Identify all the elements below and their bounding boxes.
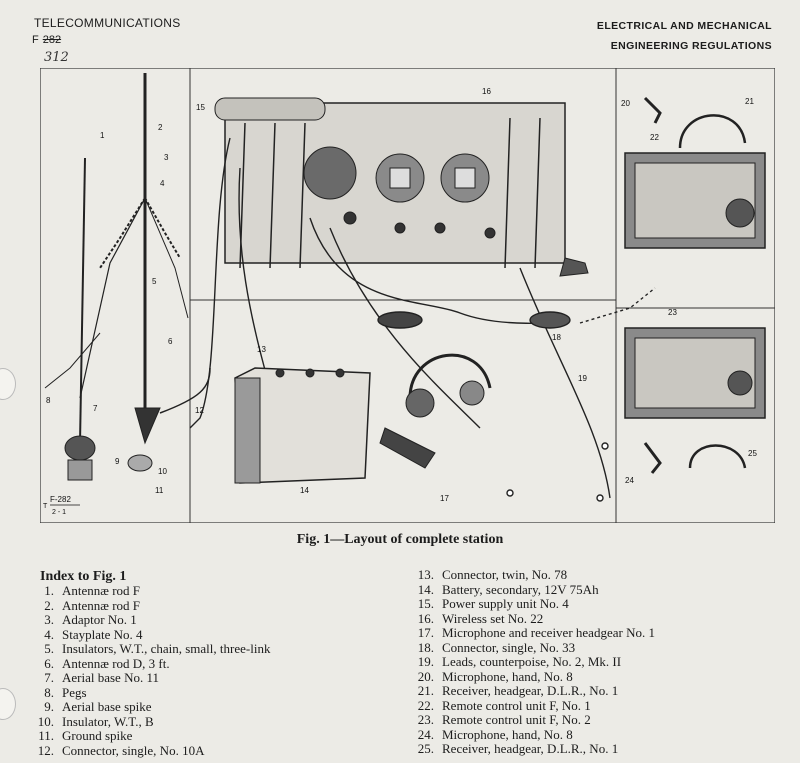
figure-caption: Fig. 1—Layout of complete station [296, 532, 504, 547]
header-right-line-1: ELECTRICAL AND MECHANICAL [596, 20, 772, 32]
callout-labels: 1 2 3 4 5 6 7 8 9 10 11 12 13 14 15 16 1… [46, 87, 757, 503]
list-item: 20.Microphone, hand, No. 8 [417, 668, 573, 684]
battery-drawing [234, 367, 371, 484]
list-item: 18.Connector, single, No. 33 [417, 639, 576, 655]
list-item: 11.Ground spike [38, 728, 133, 743]
callout-5: 5 [152, 277, 157, 286]
header-right-title: ELECTRICAL AND MECHANICAL ENGINEERING RE… [597, 16, 772, 56]
callout-4: 4 [160, 179, 165, 188]
list-item: 25.Receiver, headgear, D.L.R., No. 1 [417, 741, 619, 756]
corner-ref-bottom: 2 - 1 [52, 509, 66, 516]
callout-7: 7 [93, 404, 98, 413]
ref-prefix: F [32, 34, 39, 46]
ref-struck-number: 282 [42, 34, 62, 46]
callout-2: 2 [158, 123, 163, 132]
callout-6: 6 [168, 337, 173, 346]
list-item: 6.Antennæ rod D, 3 ft. [44, 655, 170, 671]
list-item: 7.Aerial base No. 11 [44, 670, 159, 685]
list-item: 15.Power supply unit No. 4 [417, 596, 569, 611]
callout-24: 24 [625, 476, 634, 485]
callout-13: 13 [257, 345, 266, 354]
header-right-line-2: ENGINEERING REGULATIONS [610, 40, 772, 52]
callout-20: 20 [621, 99, 630, 108]
list-item: 2.Antennæ rod F [44, 597, 140, 613]
corner-ref-prefix: T [43, 503, 48, 510]
list-item: 5.Insulators, W.T., chain, small, three-… [44, 641, 271, 656]
list-item: 16.Wireless set No. 22 [417, 610, 544, 626]
list-item: 13.Connector, twin, No. 78 [417, 567, 568, 582]
punch-hole-top [0, 368, 16, 400]
callout-1: 1 [100, 131, 105, 140]
header-left-title: TELECOMMUNICATIONS [34, 16, 181, 30]
headgear-drawing [379, 353, 492, 469]
list-item: 19.Leads, counterpoise, No. 2, Mk. II [417, 654, 622, 669]
callout-22: 22 [650, 133, 659, 142]
cable-runs [189, 137, 656, 502]
list-item: 9.Aerial base spike [44, 699, 152, 714]
callout-21: 21 [745, 97, 754, 106]
list-item: 1.Antennæ rod F [44, 583, 140, 598]
callout-12: 12 [195, 406, 204, 415]
ref-handwritten-number: 312 [44, 50, 69, 65]
list-item: 23.Remote control unit F, No. 2 [417, 712, 591, 727]
antenna-assembly-drawing [44, 73, 211, 481]
index-left-column: 1.Antennæ rod F 2.Antennæ rod F 3.Adapto… [30, 583, 271, 758]
list-item: 10.Insulator, W.T., B [37, 713, 154, 729]
callout-17: 17 [440, 494, 449, 503]
callout-18: 18 [552, 333, 561, 342]
callout-8: 8 [46, 396, 51, 405]
callout-3: 3 [164, 153, 169, 162]
index-title: Index to Fig. 1 [40, 569, 127, 584]
list-item: 3.Adaptor No. 1 [44, 612, 137, 627]
callout-10: 10 [158, 467, 167, 476]
list-item: 12.Connector, single, No. 10A [37, 742, 205, 758]
list-item: 24.Microphone, hand, No. 8 [417, 726, 573, 742]
index-right-column: 13.Connector, twin, No. 78 14.Battery, s… [410, 567, 655, 757]
list-item: 4.Stayplate No. 4 [44, 626, 143, 642]
punch-hole-bottom [0, 688, 16, 720]
figure-corner-reference: T F-282 2 - 1 [43, 495, 80, 516]
list-item: 21.Receiver, headgear, D.L.R., No. 1 [417, 683, 619, 698]
list-item: 8.Pegs [44, 684, 87, 700]
wireless-set-drawing [214, 97, 589, 277]
remote-control-units-drawing [624, 96, 766, 474]
list-item: 22.Remote control unit F, No. 1 [417, 697, 591, 713]
station-layout-figure: 1 2 3 4 5 6 7 8 9 10 11 12 13 14 15 16 1… [40, 68, 775, 523]
list-item: 17.Microphone and receiver headgear No. … [417, 625, 655, 640]
corner-ref-top: F-282 [50, 495, 71, 504]
callout-25: 25 [748, 449, 757, 458]
callout-11: 11 [155, 486, 164, 495]
callout-14: 14 [300, 486, 309, 495]
list-item: 14.Battery, secondary, 12V 75Ah [417, 581, 599, 597]
callout-15: 15 [196, 103, 205, 112]
callout-9: 9 [115, 457, 120, 466]
callout-16: 16 [482, 87, 491, 96]
callout-19: 19 [578, 374, 587, 383]
callout-23: 23 [668, 308, 677, 317]
